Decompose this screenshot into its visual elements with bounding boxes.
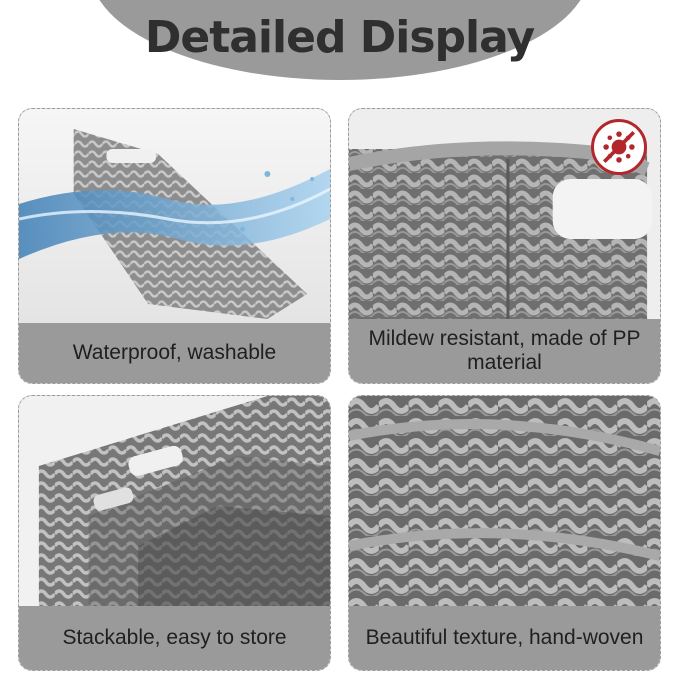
page-title: Detailed Display	[144, 12, 535, 63]
caption-waterproof: Waterproof, washable	[19, 323, 330, 383]
feature-card-stackable: Stackable, easy to store	[18, 395, 331, 671]
stacked-baskets-photo	[19, 396, 330, 608]
caption-texture: Beautiful texture, hand-woven	[349, 606, 660, 670]
feature-card-texture: Beautiful texture, hand-woven	[348, 395, 661, 671]
basket-water-photo	[19, 109, 330, 325]
no-bacteria-icon	[591, 119, 647, 175]
caption-stackable: Stackable, easy to store	[19, 606, 330, 670]
caption-mildew: Mildew resistant, made of PP material	[349, 319, 660, 383]
woven-texture-photo	[349, 396, 660, 608]
feature-card-mildew: Mildew resistant, made of PP material	[348, 108, 661, 384]
feature-card-waterproof: Waterproof, washable	[18, 108, 331, 384]
basket-closeup-photo	[349, 109, 660, 321]
